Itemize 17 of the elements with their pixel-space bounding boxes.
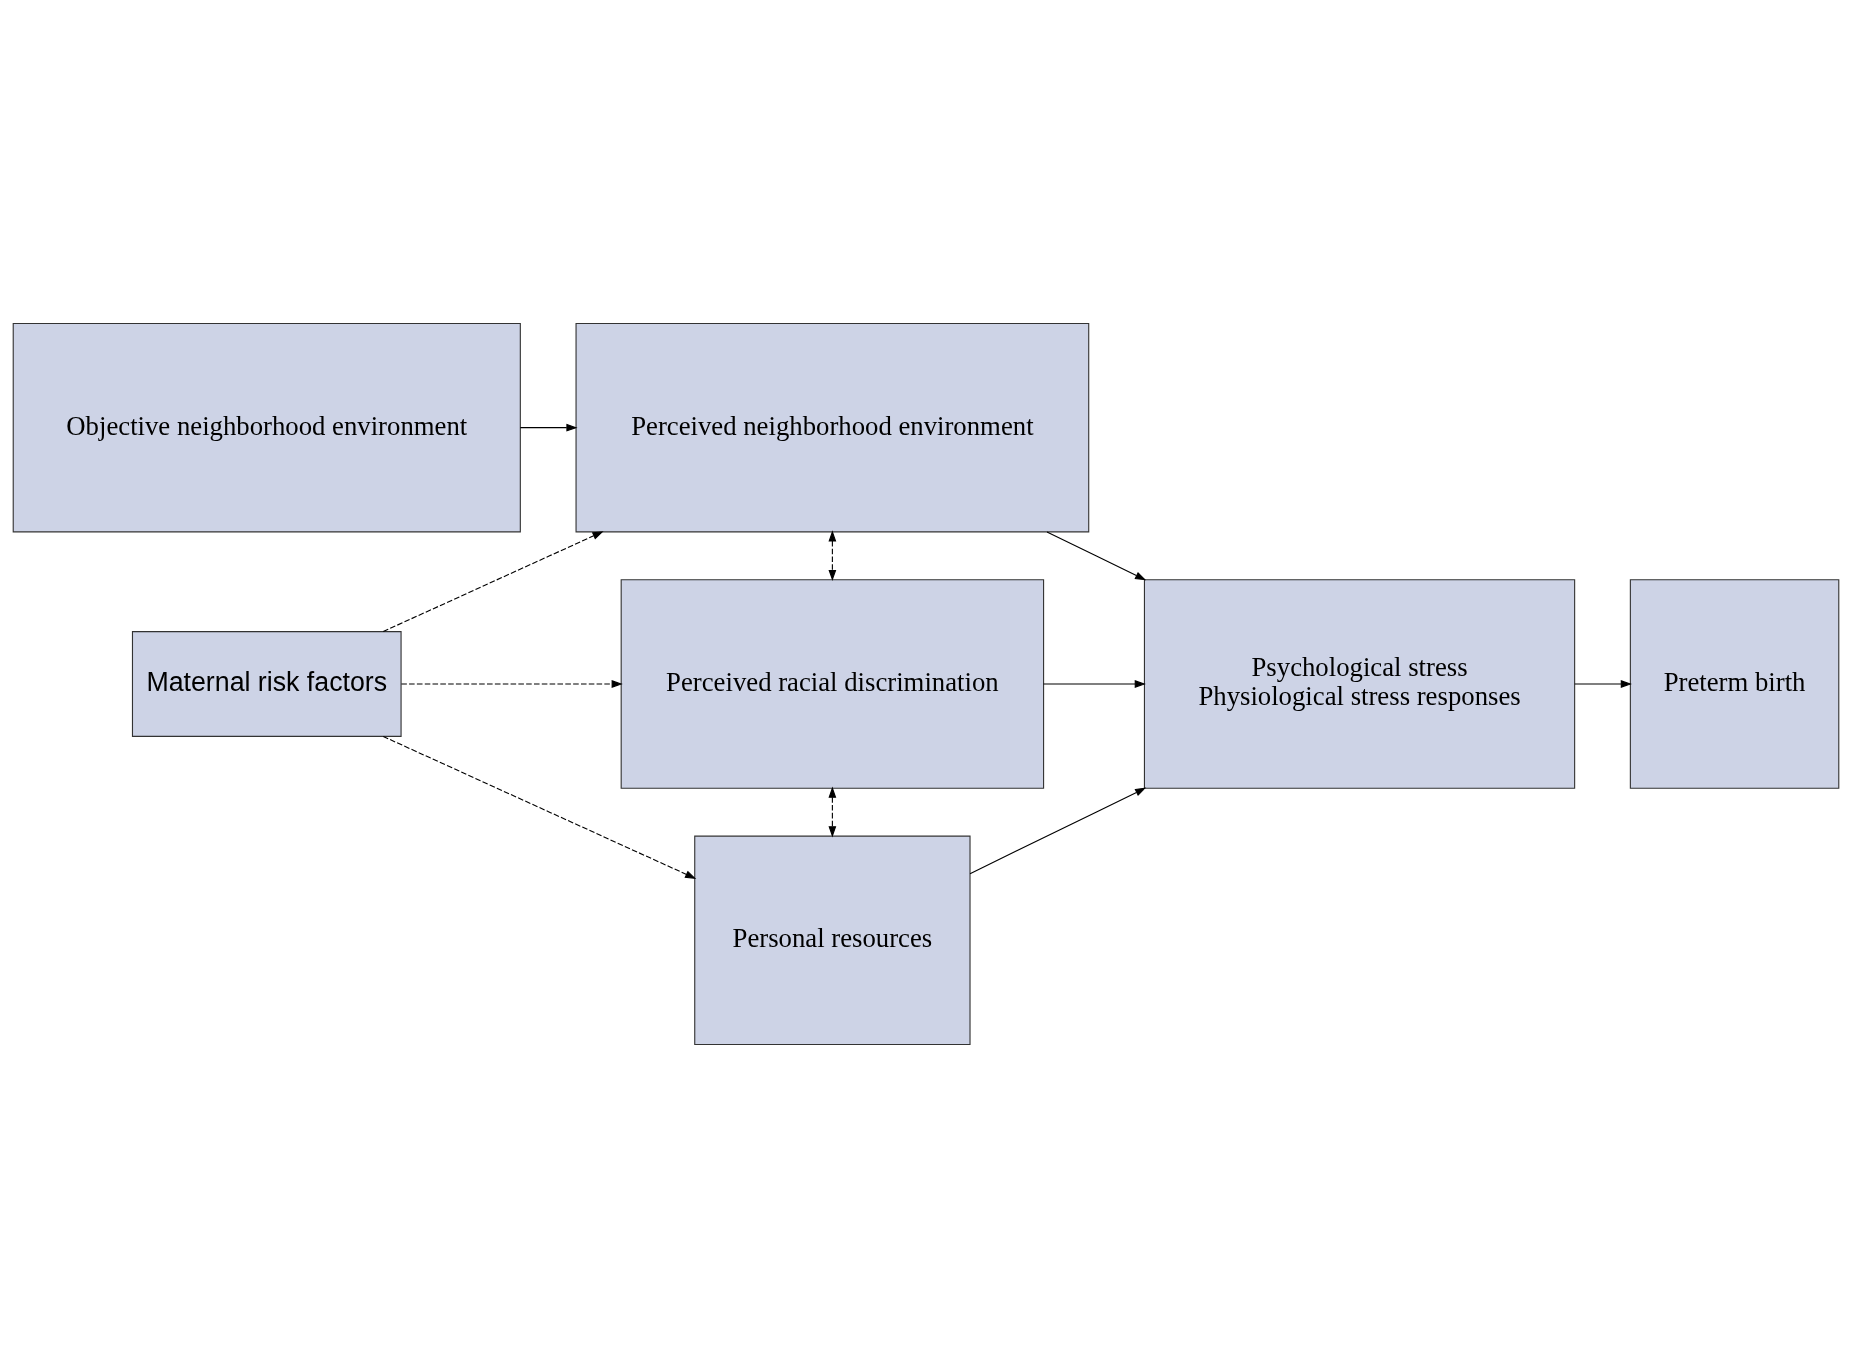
arrow bbox=[400, 679, 623, 688]
node-box: Perceived neighborhood environment bbox=[575, 322, 1090, 532]
arrow bbox=[519, 423, 578, 432]
arrow bbox=[382, 530, 604, 632]
node-box: Personal resources bbox=[694, 835, 971, 1045]
node-box: Psychological stress Physiological stress responses bbox=[1143, 578, 1576, 789]
arrow bbox=[1043, 679, 1146, 688]
node-box: Perceived racial discrimination bbox=[620, 578, 1045, 789]
arrow bbox=[828, 529, 837, 581]
node-box: Objective neighborhood environment bbox=[12, 322, 521, 532]
arrow bbox=[969, 787, 1147, 874]
node-box: Preterm birth bbox=[1629, 578, 1840, 789]
arrow bbox=[382, 735, 697, 879]
node-box: Maternal risk factors bbox=[131, 630, 402, 737]
arrow bbox=[1574, 679, 1632, 688]
arrow bbox=[1046, 530, 1147, 580]
arrow bbox=[828, 786, 837, 837]
